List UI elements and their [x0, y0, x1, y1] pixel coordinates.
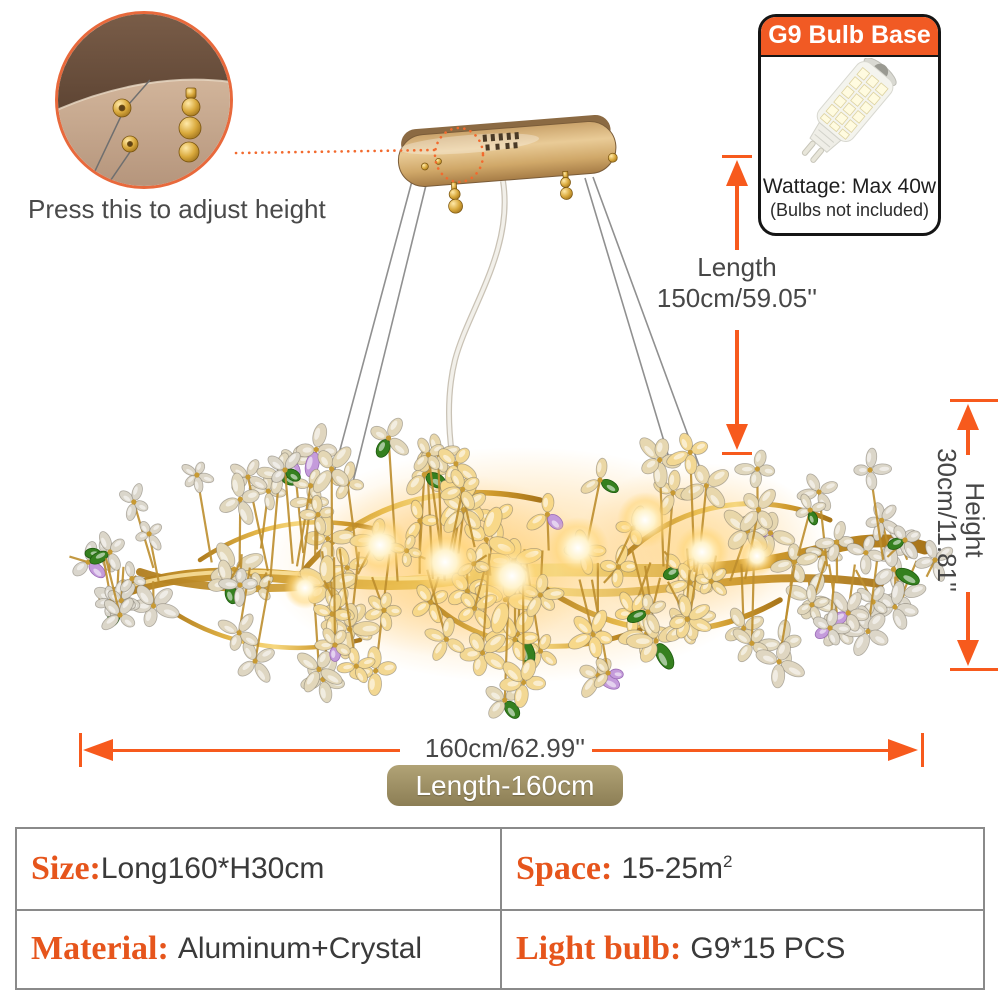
crystal-flowers: [69, 417, 954, 719]
height-dim-label: Height 30cm/11.81'': [932, 448, 990, 592]
bulb-wattage: Wattage: Max 40w: [762, 175, 937, 198]
bulb-info-box: G9 Bulb Base: [758, 14, 941, 236]
length-badge: Length-160cm: [387, 765, 623, 806]
drop-dim-bottom-tick: [722, 452, 752, 455]
arrow-left-icon: [83, 739, 113, 761]
spec-value: 15-25m2: [621, 851, 733, 885]
callout-dotted-link: [234, 126, 485, 184]
arrow-right-icon: [888, 739, 918, 761]
drop-dim-top-tick: [722, 155, 752, 158]
spec-label: Light bulb:: [516, 930, 682, 968]
width-dim-left-tick: [79, 733, 82, 767]
spec-label: Material:: [31, 930, 169, 968]
arrow-up-icon: [726, 160, 748, 186]
height-dim-shaft-bottom: [966, 592, 970, 640]
width-dim-right-tick: [921, 733, 924, 767]
spec-size: Size: Long160*H30cm: [17, 829, 500, 909]
width-dim-line-left: [108, 749, 418, 752]
spec-material: Material: Aluminum+Crystal: [17, 908, 500, 989]
g9-bulb-icon: [761, 57, 938, 175]
drop-dim-shaft-bottom: [735, 330, 739, 424]
canopy-closeup: [58, 14, 230, 186]
drop-dim-label: Length 150cm/59.05'': [656, 252, 818, 313]
drop-dim-shaft-top: [735, 184, 739, 250]
spec-value: Aluminum+Crystal: [177, 932, 423, 966]
arrow-down-icon: [957, 640, 979, 666]
spec-value: G9*15 PCS: [690, 932, 846, 966]
height-dim-top-tick: [950, 399, 998, 402]
closeup-adjuster: [112, 87, 202, 163]
height-adjust-callout: [55, 11, 233, 189]
lit-bulbs: [284, 492, 777, 610]
spec-space: Space: 15-25m2: [500, 829, 983, 909]
arrow-down-icon: [726, 424, 748, 450]
power-cable: [446, 180, 508, 456]
bulb-box-title: G9 Bulb Base: [761, 17, 938, 57]
height-dim-bottom-tick: [950, 668, 998, 671]
ceiling-canopy: [397, 114, 618, 214]
suspension-wires: [332, 176, 701, 487]
canopy-vents: [482, 132, 520, 151]
callout-caption: Press this to adjust height: [28, 194, 326, 224]
width-dim-label: 160cm/62.99'': [400, 733, 610, 764]
spec-label: Size:: [31, 849, 101, 887]
bulb-note: (Bulbs not included): [769, 200, 930, 220]
spec-lightbulb: Light bulb: G9*15 PCS: [500, 908, 983, 988]
specs-table: Size: Long160*H30cm Space: 15-25m2 Mater…: [15, 827, 985, 990]
spec-label: Space:: [516, 849, 613, 887]
height-adjusters: [421, 152, 618, 214]
arrow-up-icon: [957, 404, 979, 430]
spec-value: Long160*H30cm: [100, 851, 325, 885]
width-dim-line-right: [592, 749, 892, 752]
height-dim-shaft-top: [966, 428, 970, 455]
